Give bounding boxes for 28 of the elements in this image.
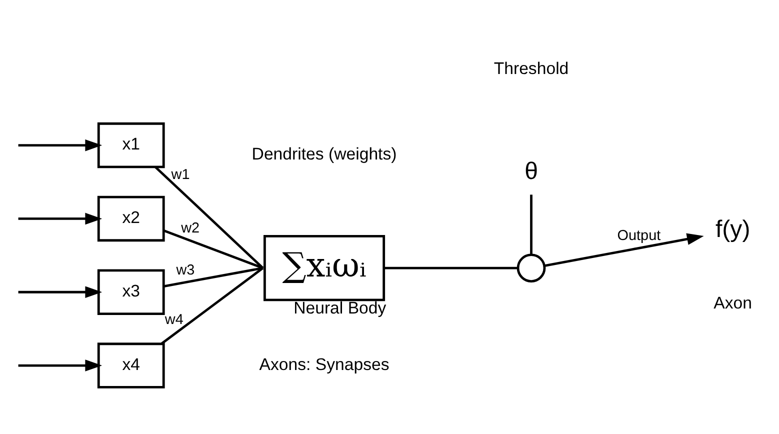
- edge-label: w2: [181, 220, 200, 236]
- node-text: f(y): [715, 215, 750, 242]
- arrow: [18, 359, 102, 371]
- arrow: [18, 138, 102, 151]
- edge-label: w4: [164, 312, 184, 328]
- connector: [384, 266, 518, 269]
- node-circle: [516, 253, 546, 282]
- arrow: [18, 212, 102, 224]
- connector: [164, 229, 264, 269]
- node-box: x2: [97, 195, 165, 242]
- label: Axons: Synapses: [259, 354, 390, 374]
- arrow: [544, 232, 704, 266]
- label: Dendrites (weights): [252, 144, 397, 163]
- node-text: θ: [524, 157, 538, 184]
- node-box: x4: [97, 342, 165, 388]
- edge-label: w1: [171, 166, 190, 182]
- label: Axon: [714, 293, 752, 312]
- edge-label: Output: [617, 227, 661, 244]
- node-box: x1: [97, 122, 165, 168]
- connector: [530, 194, 532, 254]
- connector: [164, 266, 264, 287]
- node-box: x3: [97, 268, 165, 314]
- edge-label: w3: [176, 262, 195, 278]
- node-box: ∑xᵢωᵢ: [264, 234, 386, 301]
- connector: [154, 166, 264, 268]
- arrow: [18, 286, 102, 298]
- connector: [160, 266, 264, 344]
- label: Threshold: [494, 58, 569, 78]
